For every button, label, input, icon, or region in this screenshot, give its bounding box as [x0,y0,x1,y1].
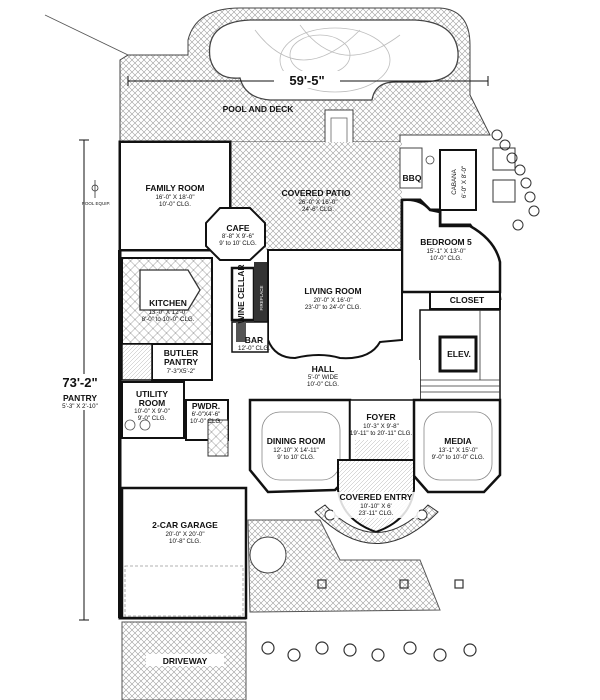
family-room-size: 16'-0" X 18'-0" [155,194,194,201]
foyer-ceiling: 19'-11" to 20'-11" CLG. [350,430,413,437]
garage-size: 20'-0" X 20'-0" [165,531,204,538]
front-garden-plantings [261,579,477,662]
utility-room [121,381,185,439]
elevator-label: ELEV. [447,349,471,359]
kitchen-island [139,269,201,311]
garage-ceiling: 10'-8" CLG. [169,538,201,545]
utility-room-size: 10'-0" X 9'-0" [134,408,170,415]
kitchen-size: 13'-0" X 12'-0" [148,309,187,316]
bedroom-5-label: BEDROOM 5 [420,237,472,247]
closet-label: CLOSET [450,295,485,305]
cafe-label: CAFE [226,223,249,233]
covered-patio-size: 26'-0" X 16'-0" [298,199,337,206]
depth-dimension: 73'-2" [62,375,97,390]
pool-deck-label: POOL AND DECK [223,104,295,114]
hall-ceiling: 10'-0" CLG. [307,381,339,388]
bbq-counter [399,147,423,189]
butler-pantry-size: 7'-3"X5'-2" [167,368,196,375]
cabana-size: 6'-0" X 8'-0" [461,166,468,198]
utility-room-label-1: UTILITY [136,389,168,399]
kitchen-ceiling: 8'-0" to 10'-0" CLG. [142,316,195,323]
media-ceiling: 9'-0" to 10'-0" CLG. [432,454,485,461]
bedroom-5 [400,198,502,294]
dining-room-ceiling: 9' to 10' CLG. [277,454,315,461]
side-shrubs [491,129,540,231]
cabana [439,149,477,211]
fireplace-label: FIREPLACE [259,285,264,310]
covered-entry-ceiling: 23'-11" CLG. [359,510,394,517]
entry-steps [314,504,439,544]
front-walkway [247,519,441,613]
garage-label: 2-CAR GARAGE [152,520,218,530]
covered-patio-ceiling: 24'-6" CLG. [302,206,334,213]
dining-room-size: 12'-10" X 14'-11" [273,447,319,454]
driveway-label: DRIVEWAY [163,656,208,666]
media-size: 13'-1" X 15'-0" [438,447,477,454]
media-label: MEDIA [444,436,471,446]
width-dimension: 59'-5" [289,73,324,88]
pool-water-curves [254,24,401,93]
family-room-label: FAMILY ROOM [145,183,204,193]
covered-entry-size: 10'-10" X 6' [360,503,391,510]
hall [236,360,420,400]
living-room [267,249,403,360]
pantry-size: 5'-3" X 2'-10" [62,403,98,410]
pool-equip-label: POOL EQUIP. [82,201,110,206]
bar-label: BAR [245,335,263,345]
pool-equipment-icon [91,180,99,198]
covered-patio-label: COVERED PATIO [281,188,350,198]
bbq-label: BBQ [403,173,422,183]
bedroom-5-size: 15'-1" X 13'-0" [426,248,465,255]
foyer-size: 10'-3" X 9'-8" [363,423,399,430]
bar-ceiling: 12'-0" CLG. [238,345,270,352]
family-room-ceiling: 10'-0" CLG. [159,201,191,208]
wine-cellar-label: WINE CELLAR [236,264,246,323]
foyer-label: FOYER [366,412,395,422]
butler-pantry-label-1: BUTLER [164,348,198,358]
living-room-label: LIVING ROOM [304,286,361,296]
bedroom-5-ceiling: 10'-0" CLG. [430,255,462,262]
kitchen-label: KITCHEN [149,298,187,308]
dining-room [248,398,352,494]
closet [429,291,501,310]
garage [120,486,248,620]
powder-size: 6'-0"X4'-6" [192,411,221,418]
cabana-label: CABANA [451,168,458,194]
pantry-label: PANTRY [63,393,97,403]
covered-entry-label: COVERED ENTRY [340,492,413,502]
utility-room-label-2: ROOM [139,398,165,408]
living-room-ceiling: 23'-0" to 24'-0" CLG. [305,304,362,311]
cafe-room [205,207,266,261]
cafe-size: 8'-8" X 9'-6" [222,233,254,240]
pool-shape [208,19,459,101]
powder-ceiling: 10'-0" CLG. [190,418,222,425]
powder-label: PWDR. [192,401,220,411]
hall-size: 5'-0" WIDE [308,374,338,381]
utility-room-ceiling: 9'-0" CLG. [138,415,167,422]
hall-label: HALL [312,364,335,374]
dining-room-label: DINING ROOM [267,436,326,446]
media-room [412,398,502,494]
living-room-size: 20'-0" X 16'-0" [313,297,352,304]
cafe-ceiling: 9' to 10' CLG. [219,240,257,247]
butler-pantry-label-2: PANTRY [164,357,198,367]
